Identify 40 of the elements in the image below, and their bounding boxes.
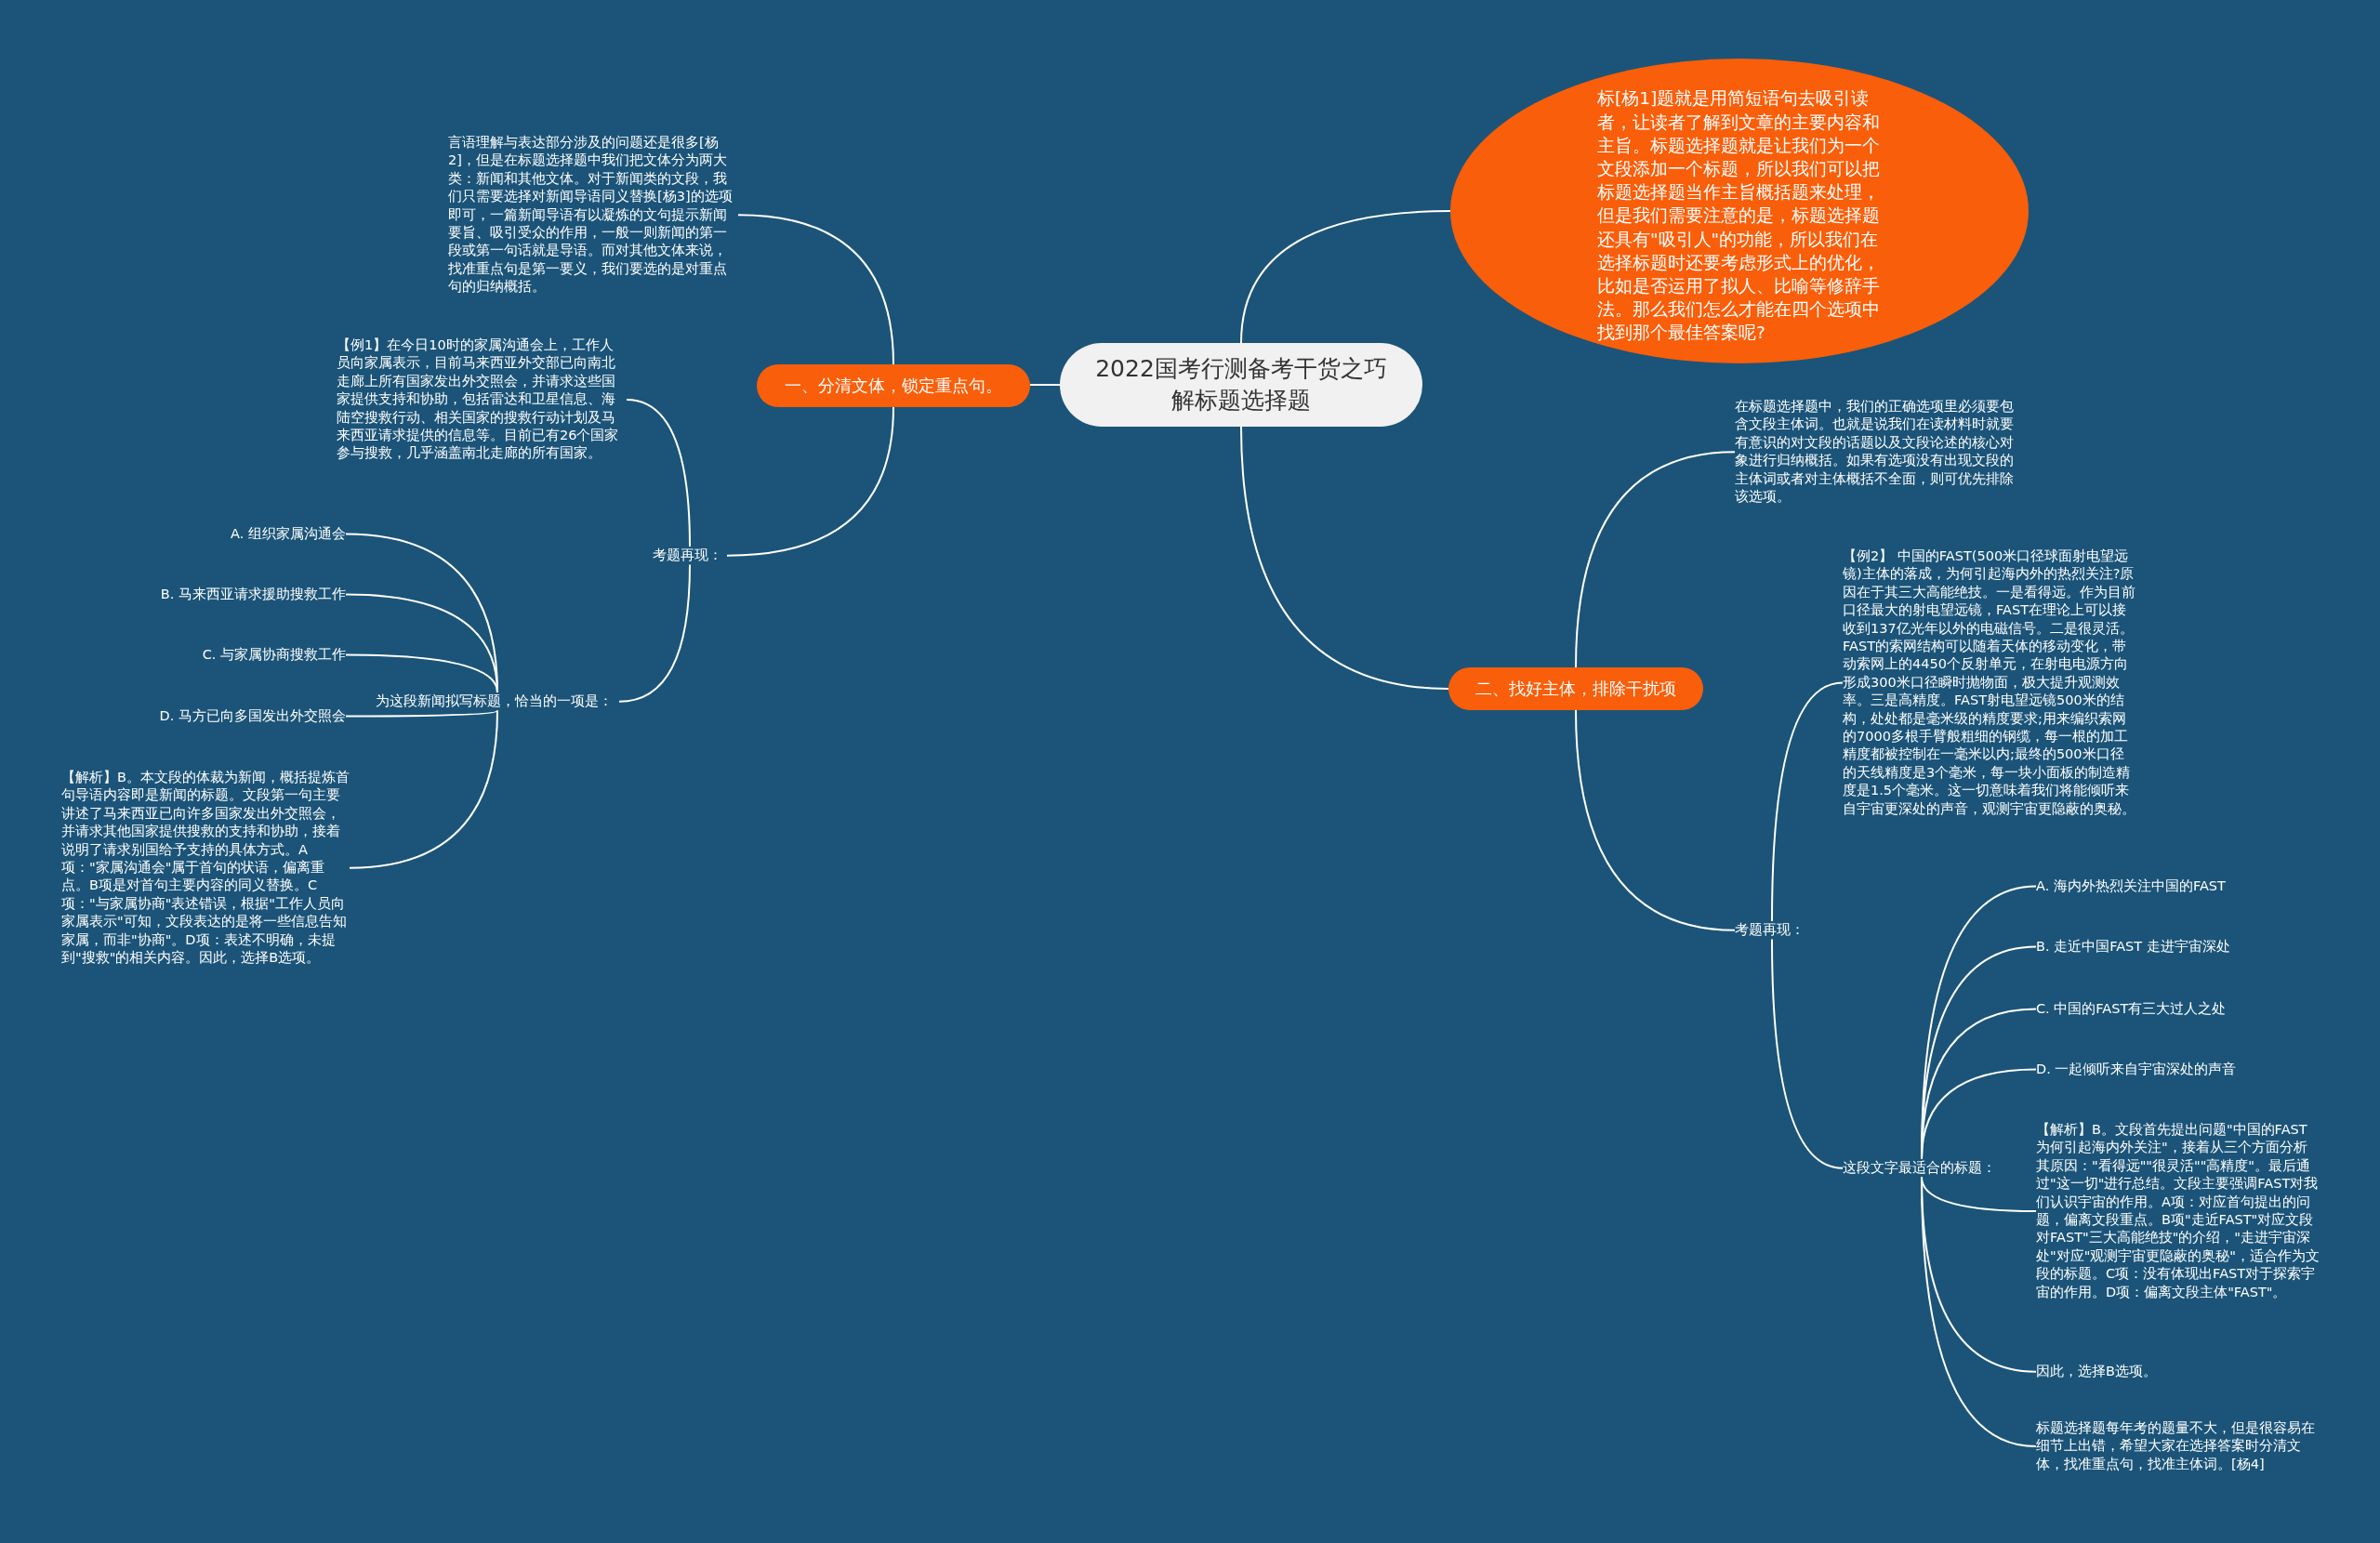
connector-line [1575,709,1736,931]
connector-line [1771,681,1844,922]
connector-line [1240,210,1451,344]
connector-line [1575,451,1736,668]
connector-line [349,709,498,869]
note-text: 在标题选择题中，我们的正确选项里必须要包含文段主体词。也就是说我们在读材料时就要有意识的对文段的话题以及文段论述的核心对象进行归纳概括。如果有选项没有出现文段的主体词或者对主体概括不全面，则可优先排除该选项。 [1735,398,2025,507]
note-text: 因此，选择B选项。 [2036,1363,2315,1381]
note-text: 为这段新闻拟写标题，恰当的一项是： [376,692,619,711]
note-text: 考题再现： [1735,921,1809,940]
option-text: B. 走近中国FAST 走进宇宙深处 [2036,938,2315,956]
connector-line [626,398,691,547]
note-text: 考题再现： [653,547,727,565]
option-text: C. 中国的FAST有三大过人之处 [2036,1000,2315,1018]
option-text: C. 与家属协商搜救工作 [56,646,346,664]
option-text: D. 一起倾听来自宇宙深处的声音 [2036,1061,2315,1078]
connector-line [345,653,498,693]
note-text: 言语理解与表达部分涉及的问题还是很多[杨2]，但是在标题选择题中我们把文体分为两大类：新闻和其他文体。对于新闻类的文段，我们只需要选择对新闻导语同义替换[杨3]的选项即可，一篇新闻导语有以凝炼的文句提示新闻要旨、吸引受众的作用，一般一则新闻的第一段或第一句话就是导语。而对其他文体来说，找准重点句是第一要义，我们要选的是对重点句的归纳概括。 [448,134,738,297]
option-text: D. 马方已向多国发出外交照会 [56,707,346,725]
option-text: A. 组织家属沟通会 [56,525,346,543]
note-text: 这段文字最适合的标题： [1843,1159,2001,1178]
connector-line [726,406,894,557]
connector-line [1921,1068,2037,1160]
topic-bubble: 标[杨1]题就是用简短语句去吸引读者，让读者了解到文章的主要内容和主旨。标题选择题就是让我们为一个文段添加一个标题，所以我们可以把标题选择题当作主旨概括题来处理，但是我们需要注意的是，标题选择题还具有"吸引人"的功能，所以我们在选择标题时还要考虑形式上的优化，比如是否运用了拟人、比喻等修辞手法。那么我们怎么才能在四个选项中找到那个最佳答案呢? [1450,59,2029,363]
option-text: A. 海内外热烈关注中国的FAST [2036,877,2315,895]
note-text: 【解析】B。本文段的体裁为新闻，概括提炼首句导语内容即是新闻的标题。文段第一句主要讲述了马来西亚已向许多国家发出外交照会，并请求其他国家提供搜救的支持和协助，接着说明了请求别国给予支持的具体方式。A项："家属沟通会"属于首句的状语，偏离重点。B项是对首句主要内容的同义替换。C项："与家属协商"表述错误，根据"工作人员向家属表示"可知，文段表达的是将一些信息告知家属，而非"协商"。D项：表述不明确，未提到"搜救"的相关内容。因此，选择B选项。 [61,769,350,968]
connector-line [1771,938,1844,1169]
note-text: 【例1】在今日10时的家属沟通会上，工作人员向家属表示，目前马来西亚外交部已向南北走廊上所有国家发出外交照会，并请求这些国家提供支持和协助，包括雷达和卫星信息、海陆空搜救行动、相关国家的搜救行动计划及马来西亚请求提供的信息等。目前已有26个国家参与搜救，几乎涵盖南北走廊的所有国家。 [337,336,627,463]
note-text: 【例2】 中国的FAST(500米口径球面射电望远镜)主体的落成，为何引起海内外的热烈关注?原因在于其三大高能绝技。一是看得远。作为目前口径最大的射电望远镜，FAST在理论上可以接收到137亿光年以外的电磁信号。二是很灵活。FAST的索网结构可以随着天体的移动变化，带动索网上的4450个反射单元，在射电电源方向形成300米口径瞬时抛物面，极大提升观测效率。三是高精度。FAST射电望远镜500米的结构，处处都是毫米级的精度要求;用来编织索网的7000多根手臂般粗细的钢缆，每一根的加工精度都被控制在一毫米以内;最终的500米口径的天线精度是3个毫米，每一块小面板的制造精度是1.5个毫米。这一切意味着我们将能倾听来自宇宙更深处的声音，观测宇宙更隐蔽的奥秘。 [1843,547,2136,819]
note-text: 【解析】B。文段首先提出问题"中国的FAST为何引起海内外关注"，接着从三个方面分析其原因："看得远""很灵活""高精度"。最后通过"这一切"进行总结。文段主要强调FAST对我们认识宇宙的作用。A项：对应首句提出的问题，偏离文段重点。B项"走近FAST"对应文段对FAST"三大高能绝技"的介绍，"走进宇宙深处"对应"观测宇宙更隐蔽的奥秘"，适合作为文段的标题。C项：没有体现出FAST对于探索宇宙的作用。D项：偏离文段主体"FAST"。 [2036,1121,2320,1302]
connector-line [618,563,691,703]
note-text: 标题选择题每年考的题量不大，但是很容易在细节上出错，希望大家在选择答案时分清文体，找准重点句，找准主体词。[杨4] [2036,1419,2324,1474]
branch-topic: 一、分清文体，锁定重点句。 [757,364,1030,407]
option-text: B. 马来西亚请求援助搜救工作 [56,586,346,603]
connector-line [1029,384,1061,386]
central-topic: 2022国考行测备考干货之巧解标题选择题 [1060,343,1422,427]
connector-line [1921,1176,2037,1448]
branch-topic: 二、找好主体，排除干扰项 [1448,667,1703,710]
connector-line [345,709,498,718]
connector-line [1240,426,1449,690]
connector-line [737,214,894,365]
